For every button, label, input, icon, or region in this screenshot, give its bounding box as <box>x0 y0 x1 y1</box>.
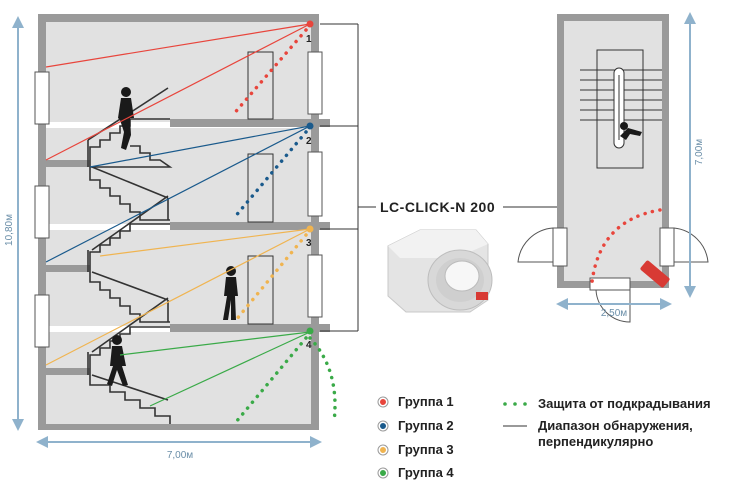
legend-label-2: Группа 2 <box>398 418 454 433</box>
legend-item-group-2: Группа 2 <box>377 418 454 433</box>
detection-lines <box>45 23 311 407</box>
plan-person <box>620 122 642 140</box>
legend-swatch-2 <box>380 423 386 429</box>
sensor-2 <box>306 122 314 130</box>
sensor-number-1: 1 <box>306 34 312 45</box>
sensor-number-2: 2 <box>306 136 312 147</box>
building-section: 1 2 3 4 <box>34 14 668 430</box>
ground <box>38 424 319 430</box>
sensors <box>306 20 314 335</box>
sensor-3 <box>306 225 314 233</box>
sensor-device-image <box>387 229 493 313</box>
slab-1 <box>170 119 330 127</box>
window-left-1 <box>34 71 50 125</box>
slab-2-left <box>38 265 90 272</box>
plan-width-label: 2,50м <box>601 308 627 319</box>
door-3 <box>247 255 274 325</box>
legend-swatch-1 <box>380 399 386 405</box>
legend-item-group-3: Группа 3 <box>377 442 454 457</box>
sensor-numbers: 1 2 3 4 <box>306 34 312 351</box>
legend-item-group-4: Группа 4 <box>377 465 454 480</box>
product-label: LC-CLICK-N 200 <box>380 199 495 215</box>
slab-2 <box>170 222 330 230</box>
plan-stair-well <box>596 49 644 169</box>
plan-door-right <box>659 227 709 267</box>
window-right-2 <box>307 151 323 217</box>
dimension-building-height: 10,80м <box>4 15 24 431</box>
legend-swatch-3 <box>380 447 386 453</box>
legend-swatch-4 <box>380 470 386 476</box>
door-1 <box>247 51 274 120</box>
legend-label-1: Группа 1 <box>398 394 454 409</box>
building-height-label: 10,80м <box>4 214 15 246</box>
sensor-1 <box>306 20 314 28</box>
legend-label-3: Группа 3 <box>398 442 454 457</box>
window-right-3 <box>307 254 323 318</box>
dimension-plan-width: 2,50м <box>556 298 672 319</box>
legend-solid-label-1: Диапазон обнаружения, <box>538 418 693 433</box>
legend-label-4: Группа 4 <box>398 465 454 480</box>
sensor-number-3: 3 <box>306 238 312 249</box>
slab-1-left <box>38 160 90 167</box>
roof <box>38 14 319 22</box>
window-right-1 <box>307 51 323 115</box>
group-legend: Группа 1 Группа 2 Группа 3 Группа 4 <box>377 394 454 480</box>
legend-dotted-symbol <box>503 402 527 406</box>
legend-solid-label-2: перпендикулярно <box>538 434 653 449</box>
plan-floor <box>564 21 662 281</box>
floor-plan <box>517 14 709 323</box>
slab-3-left <box>38 368 90 375</box>
plan-creep-dots <box>590 208 662 284</box>
legend-item-group-1: Группа 1 <box>377 394 454 409</box>
person-3 <box>107 335 128 386</box>
creep-protection-dots <box>230 28 337 424</box>
floor-1-fill <box>45 22 313 122</box>
plan-door-left <box>517 227 568 267</box>
person-1 <box>118 87 134 150</box>
line-legend: Защита от подкрадывания Диапазон обнаруж… <box>503 396 711 449</box>
dimension-plan-length: 7,00м <box>684 11 705 298</box>
dimension-building-width: 7,00м <box>36 436 322 461</box>
door-2 <box>247 153 274 223</box>
sensor-4 <box>306 327 314 335</box>
sensor-number-4: 4 <box>306 340 312 351</box>
plan-length-label: 7,00м <box>694 139 705 165</box>
window-left-3 <box>34 294 50 348</box>
slab-3 <box>170 324 330 332</box>
window-left-2 <box>34 185 50 239</box>
building-width-label: 7,00м <box>167 450 193 461</box>
legend-dotted-label: Защита от подкрадывания <box>538 396 711 411</box>
plan-sensor <box>640 260 670 288</box>
